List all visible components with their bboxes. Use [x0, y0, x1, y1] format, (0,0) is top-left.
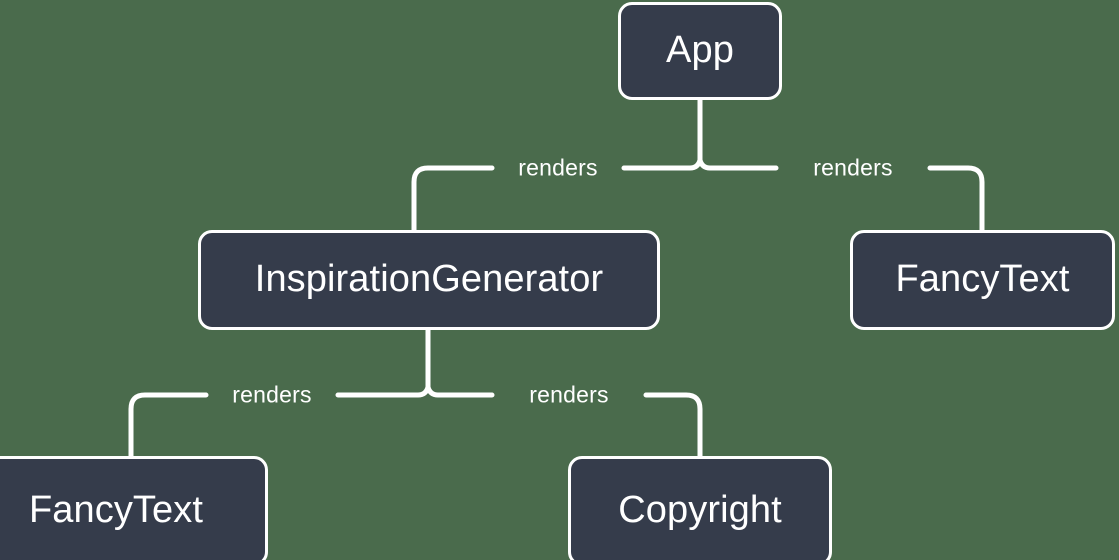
connector-app-to-inspiration-generator-left — [411, 165, 495, 233]
node-copyright[interactable]: Copyright — [568, 456, 832, 560]
connector-inspiration-generator-to-copyright-stub — [425, 384, 495, 398]
connector-app-to-inspiration-generator — [621, 157, 703, 171]
node-fancy-text-bottom[interactable]: FancyText — [0, 456, 268, 560]
node-app[interactable]: App — [618, 2, 782, 100]
node-fancy-text-right-label: FancyText — [895, 257, 1070, 300]
edge-label-app-to-fancy-text-right: renders — [813, 154, 893, 181]
connector-inspiration-generator-to-copyright — [643, 392, 703, 459]
connector-inspiration-generator-to-fancy-text-bottom-stub — [335, 384, 431, 398]
edge-label-app-to-inspiration-generator: renders — [518, 154, 598, 181]
connector-inspiration-generator-to-fancy-text-bottom — [128, 392, 209, 459]
edge-label-inspiration-generator-to-fancy-text-bottom: renders — [232, 381, 312, 408]
node-app-label: App — [666, 28, 734, 71]
node-fancy-text-bottom-label: FancyText — [28, 488, 204, 531]
connector-app-to-fancy-text-right-stub — [697, 157, 779, 171]
node-inspiration-generator[interactable]: InspirationGenerator — [198, 230, 660, 330]
node-inspiration-generator-label: InspirationGenerator — [254, 257, 604, 300]
node-fancy-text-right[interactable]: FancyText — [850, 230, 1115, 330]
node-copyright-label: Copyright — [618, 488, 782, 531]
edge-label-inspiration-generator-to-copyright: renders — [529, 381, 609, 408]
connector-app-to-fancy-text-right — [927, 165, 985, 233]
